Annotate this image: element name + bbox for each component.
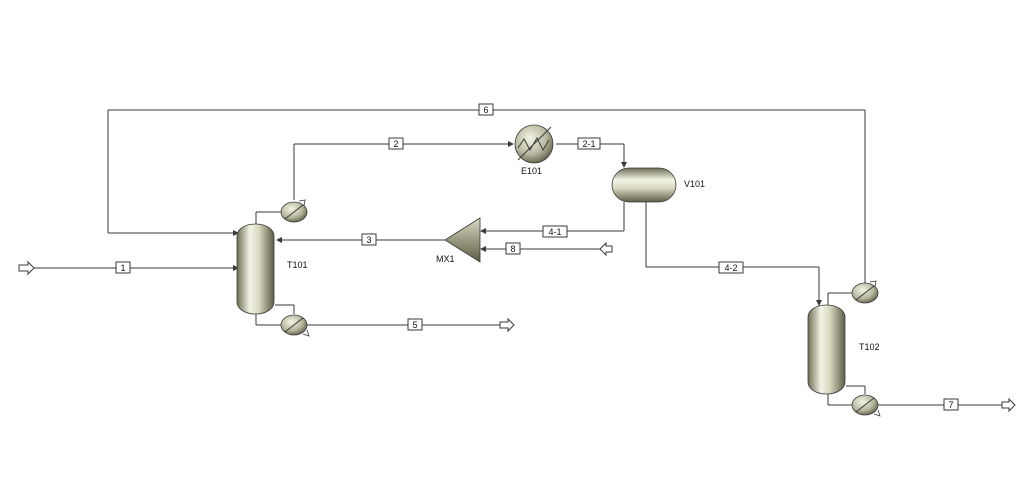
- stream-8[interactable]: [480, 241, 613, 257]
- e101-label: E101: [521, 166, 542, 176]
- arrow-head-icon: [508, 141, 514, 147]
- v101-label: V101: [684, 179, 705, 189]
- stream-label-text: 2: [393, 139, 398, 149]
- t102-condenser[interactable]: [851, 280, 879, 304]
- mx1-mixer[interactable]: [444, 217, 481, 263]
- product-arrow-icon: [499, 317, 515, 333]
- feed-arrow-icon: [18, 260, 35, 276]
- arrow-head-icon: [480, 228, 486, 234]
- stream-label-6[interactable]: 6: [478, 103, 494, 116]
- stream-label-8[interactable]: 8: [505, 242, 521, 255]
- stream-7[interactable]: [878, 397, 1016, 413]
- stream-4-2[interactable]: [645, 202, 822, 306]
- t101-label: T101: [287, 260, 308, 270]
- arrow-head-icon: [480, 246, 486, 252]
- e101-heat-exchanger[interactable]: [514, 124, 554, 164]
- stream-label-text: 3: [366, 235, 371, 245]
- stream-5[interactable]: [306, 317, 515, 333]
- stream-label-4-2[interactable]: 4-2: [718, 261, 744, 274]
- stream-label-text: 1: [120, 263, 125, 273]
- stream-3[interactable]: [276, 237, 445, 243]
- arrow-head-icon: [233, 265, 239, 271]
- stream-label-text: 7: [948, 400, 953, 410]
- arrow-head-icon: [276, 237, 282, 243]
- arrow-head-icon: [233, 230, 239, 236]
- t101-column[interactable]: [236, 223, 275, 315]
- mx1-label: MX1: [436, 254, 455, 264]
- arrow-head-icon: [621, 162, 627, 168]
- stream-label-4-1[interactable]: 4-1: [542, 225, 568, 238]
- stream-label-text: 8: [510, 244, 515, 254]
- stream-label-text: 6: [483, 105, 488, 115]
- product-arrow-icon: [1001, 397, 1016, 413]
- stream-1[interactable]: [18, 260, 239, 276]
- v101-flash-drum[interactable]: [611, 167, 677, 203]
- t102-label: T102: [859, 342, 880, 352]
- arrow-head-icon: [816, 300, 822, 306]
- t101-condenser[interactable]: [280, 199, 308, 223]
- stream-2[interactable]: [293, 141, 514, 200]
- stream-label-text: 2-1: [582, 139, 595, 149]
- stream-label-2-1[interactable]: 2-1: [577, 137, 601, 150]
- stream-label-5[interactable]: 5: [407, 318, 423, 331]
- feed-arrow-icon: [599, 241, 613, 257]
- stream-6[interactable]: [107, 109, 866, 283]
- stream-label-3[interactable]: 3: [361, 233, 377, 246]
- t101-condenser-piping: [255, 211, 282, 224]
- t102-column[interactable]: [807, 304, 846, 395]
- t102-reboiler[interactable]: [851, 394, 881, 417]
- stream-label-7[interactable]: 7: [943, 398, 959, 411]
- stream-label-text: 4-1: [548, 227, 561, 237]
- stream-label-text: 4-2: [724, 263, 737, 273]
- t102-condenser-piping: [827, 292, 853, 306]
- t101-reboiler[interactable]: [280, 314, 310, 337]
- stream-label-text: 5: [412, 320, 417, 330]
- stream-label-1[interactable]: 1: [115, 261, 131, 274]
- stream-label-2[interactable]: 2: [388, 137, 404, 150]
